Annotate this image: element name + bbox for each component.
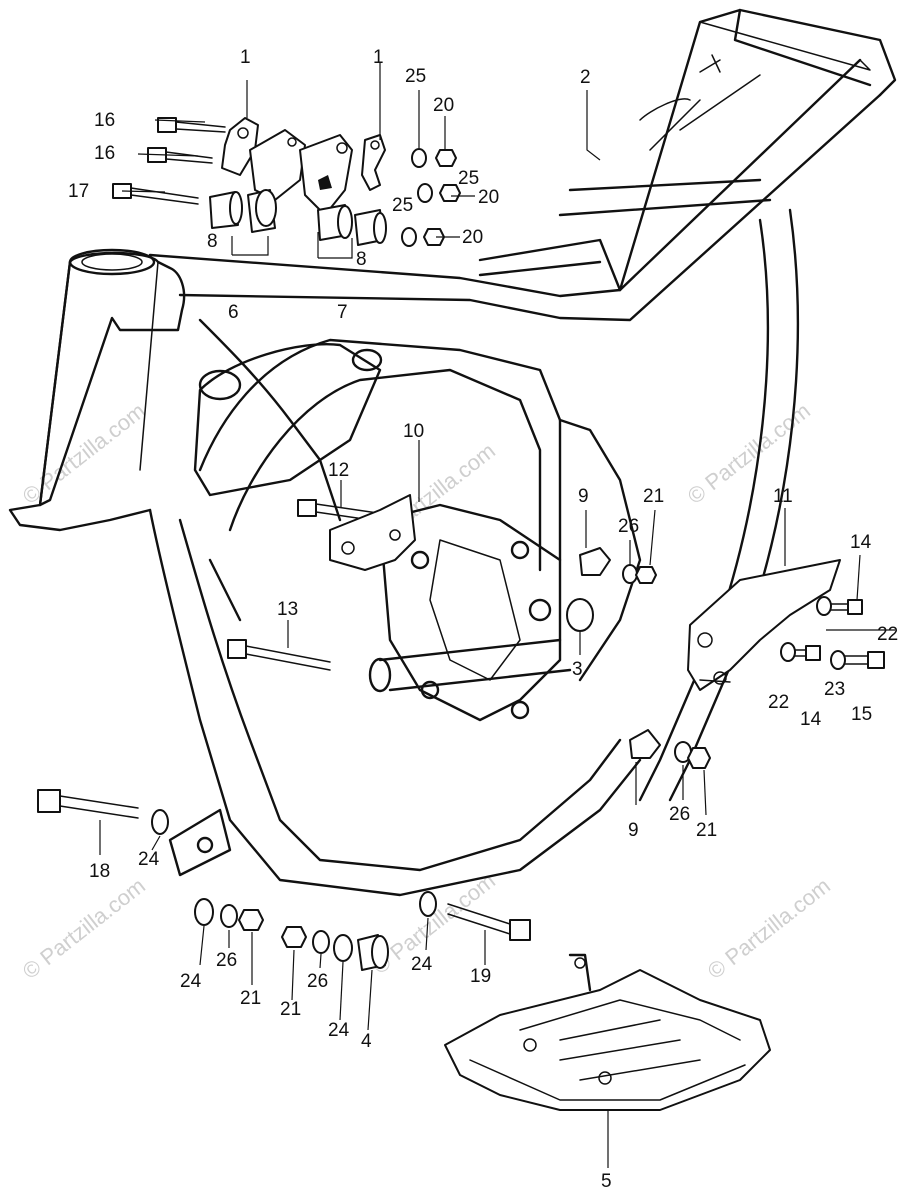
callout-4: 4 (361, 1031, 372, 1052)
callout-24-bottom-right: 24 (411, 954, 433, 975)
washer-26-bottom-center (312, 930, 330, 954)
callout-6: 6 (228, 302, 239, 323)
callout-26-bottom-left: 26 (216, 950, 237, 971)
washer-24-bottom-center (333, 934, 353, 962)
callout-25-top: 25 (405, 66, 426, 87)
callout-20-middle: 20 (478, 187, 499, 208)
callout-22-left: 22 (768, 692, 789, 713)
callout-25-middle: 25 (458, 168, 479, 189)
callouts: 1 1 2 3 4 5 6 7 8 8 9 9 10 11 12 13 14 1… (68, 47, 898, 1192)
callout-21-bottom-center: 21 (280, 999, 301, 1020)
watermark-bottom-center: © Partzilla.com (368, 868, 500, 979)
callout-21-bottom-left: 21 (240, 988, 261, 1009)
callout-16-lower: 16 (94, 143, 115, 164)
callout-24-bottom-center: 24 (328, 1020, 350, 1041)
bolt-14-upper (829, 599, 863, 615)
callout-9-upper: 9 (578, 486, 589, 507)
bolt-18 (37, 789, 139, 819)
bushing-3 (566, 598, 594, 632)
callout-8-right: 8 (356, 249, 367, 270)
callout-1-left: 1 (240, 47, 251, 68)
callout-5: 5 (601, 1171, 612, 1192)
callout-26-lower: 26 (669, 804, 690, 825)
nut-21-upper (635, 566, 657, 584)
callout-17: 17 (68, 181, 89, 202)
callout-10: 10 (403, 421, 424, 442)
callout-26-bottom-center: 26 (307, 971, 328, 992)
callout-23: 23 (824, 679, 845, 700)
callout-19: 19 (470, 966, 491, 987)
washer-22-upper (816, 596, 832, 616)
spacer-4 (357, 934, 389, 971)
nut-20-a (435, 149, 457, 167)
clamp-9-lower (629, 729, 661, 759)
watermark-bottom-right: © Partzilla.com (703, 873, 835, 984)
nut-21-bottom-left (238, 909, 264, 931)
callout-21-lower: 21 (696, 820, 717, 841)
callout-18: 18 (89, 861, 110, 882)
washer-24-bottom-left (194, 898, 214, 926)
washer-22-lower (780, 642, 796, 662)
watermark-right: © Partzilla.com (683, 398, 815, 509)
bracket-11 (687, 559, 841, 691)
bolt-19 (447, 903, 531, 941)
callout-15: 15 (851, 704, 872, 725)
nut-21-bottom-center (281, 926, 307, 948)
callout-3: 3 (572, 659, 583, 680)
callout-20-top: 20 (433, 95, 454, 116)
small-hardware (151, 148, 846, 971)
washer-25-b (417, 183, 433, 203)
callout-24-left: 24 (138, 849, 160, 870)
washer-24-left (151, 809, 169, 835)
callout-2: 2 (580, 67, 591, 88)
callout-14-upper: 14 (850, 532, 872, 553)
nut-20-b (439, 184, 461, 202)
callout-7: 7 (337, 302, 348, 323)
callout-22-right: 22 (877, 624, 898, 645)
washer-23 (830, 650, 846, 670)
washer-26-bottom-left (220, 904, 238, 928)
washer-26-upper (622, 564, 638, 584)
bushing-8-left (209, 191, 243, 229)
skid-plate-5 (444, 953, 771, 1111)
clamp-9-upper (579, 547, 611, 576)
watermark-bottom-left: © Partzilla.com (18, 873, 150, 984)
callout-11: 11 (773, 486, 793, 507)
bolt-13 (227, 639, 331, 671)
callout-14-lower: 14 (800, 709, 822, 730)
bushing-8-right (317, 204, 353, 241)
bolt-16-upper (157, 117, 226, 133)
callout-12: 12 (328, 460, 349, 481)
nut-20-c (423, 228, 445, 246)
bushing-8-far (354, 209, 387, 246)
callout-13: 13 (277, 599, 298, 620)
callout-25-left: 25 (392, 195, 413, 216)
upper-brackets (209, 117, 387, 246)
callout-1-right: 1 (373, 47, 384, 68)
callout-9-lower: 9 (628, 820, 639, 841)
bushing-8-center (247, 189, 277, 233)
callout-21-upper: 21 (643, 486, 664, 507)
callout-26-upper: 26 (618, 516, 639, 537)
bolt-17 (112, 183, 199, 205)
washer-24-bottom-right (419, 891, 437, 917)
bracket-10 (329, 494, 416, 571)
leader-lines (99, 62, 895, 1168)
callout-8-left: 8 (207, 231, 218, 252)
watermark-left: © Partzilla.com (18, 398, 150, 509)
washer-25-a (411, 148, 427, 168)
callout-24-bottom-left: 24 (180, 971, 202, 992)
washer-25-c (401, 227, 417, 247)
callout-16-upper: 16 (94, 110, 115, 131)
nut-21-lower (687, 747, 711, 769)
callout-20-bottom: 20 (462, 227, 483, 248)
